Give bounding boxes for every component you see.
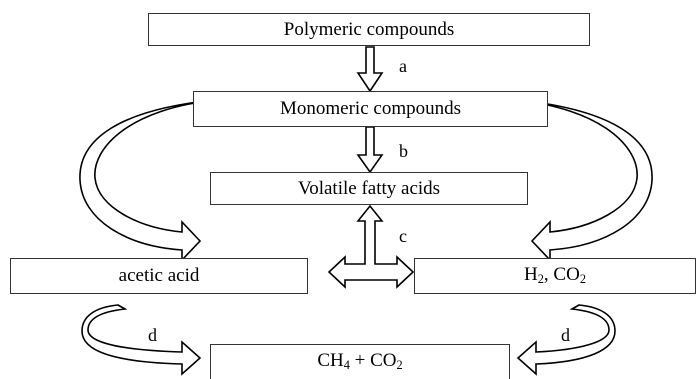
step-label-d-right: d — [561, 325, 570, 345]
cross-arrow-c — [327, 204, 415, 289]
co2-subscript: 2 — [579, 272, 586, 287]
vfa-label: Volatile fatty acids — [297, 177, 441, 199]
ch4-co2-subscript: 2 — [396, 358, 403, 373]
polymeric-label: Polymeric compounds — [283, 18, 455, 40]
curved-arrow-left-bottom — [81, 304, 202, 376]
curved-arrow-left-top — [79, 99, 219, 263]
h2-co-text: , CO — [543, 264, 580, 286]
box-ch4-co2: CH4 + CO2 — [210, 344, 510, 379]
box-polymeric-compounds: Polymeric compounds — [148, 13, 590, 46]
step-label-c: c — [399, 226, 407, 246]
arrow-down-a — [356, 46, 384, 93]
ch4-subscript: 4 — [343, 358, 350, 373]
h2-co2-label: H2, CO2 — [524, 264, 586, 287]
box-h2-co2: H2, CO2 — [414, 258, 696, 294]
acetic-acid-label: acetic acid — [118, 265, 200, 286]
arrow-down-b — [356, 126, 384, 174]
h2-h: H — [524, 264, 538, 286]
step-label-d-left: d — [148, 325, 157, 345]
ch4-co2-label: CH4 + CO2 — [317, 350, 402, 373]
ch4-plus-co-text: + CO — [349, 350, 397, 372]
step-label-a: a — [399, 56, 407, 76]
box-volatile-fatty-acids: Volatile fatty acids — [210, 172, 528, 205]
curved-arrow-right-top — [513, 99, 653, 263]
h2-subscript: 2 — [537, 272, 544, 287]
ch4-ch: CH — [317, 350, 344, 372]
box-monomeric-compounds: Monomeric compounds — [193, 91, 548, 127]
monomeric-label: Monomeric compounds — [279, 98, 461, 119]
curved-arrow-right-bottom — [516, 304, 616, 376]
step-label-b: b — [399, 141, 408, 161]
box-acetic-acid: acetic acid — [10, 258, 308, 294]
